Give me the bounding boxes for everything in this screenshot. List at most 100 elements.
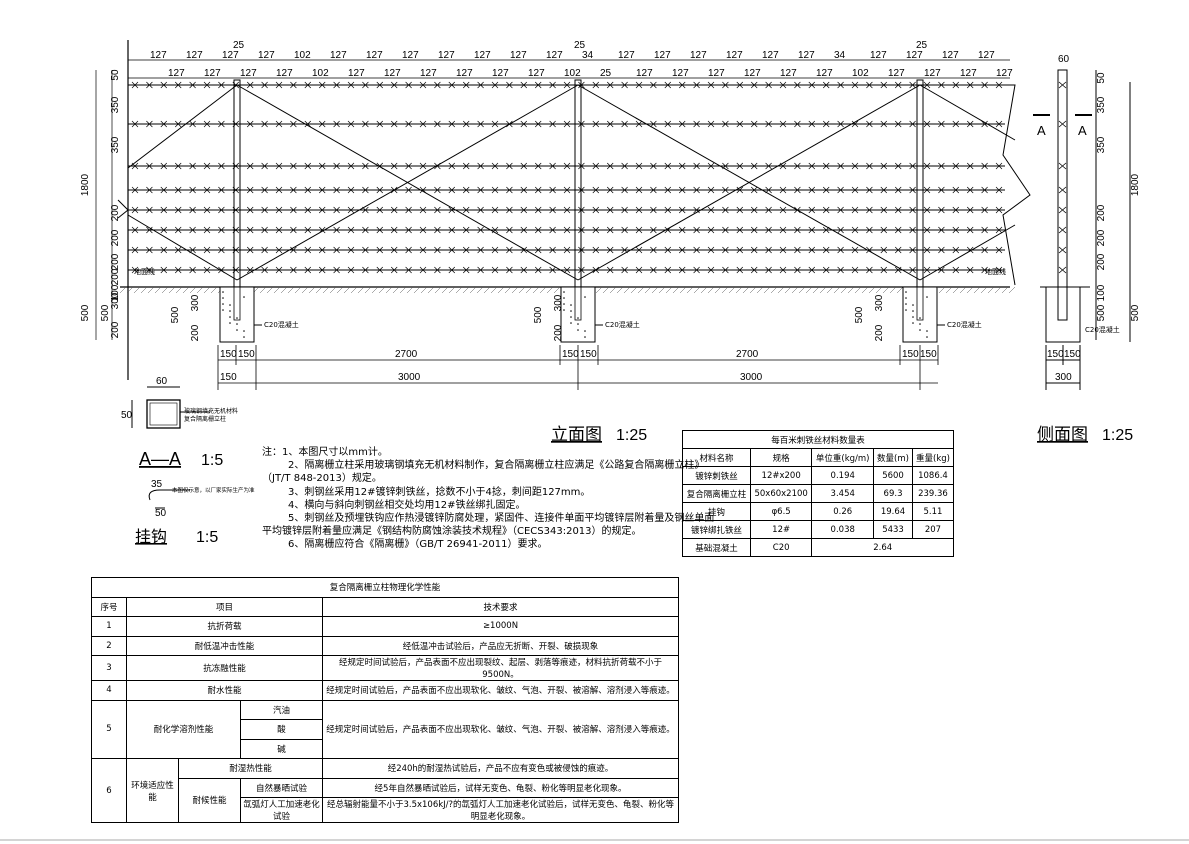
barb-mark bbox=[736, 162, 744, 170]
hatch-line bbox=[742, 286, 750, 294]
barb-mark bbox=[304, 246, 312, 254]
section-label-2: 复合隔离栅立柱 bbox=[184, 415, 226, 423]
concrete-dot bbox=[912, 304, 914, 306]
barb-mark bbox=[318, 266, 326, 274]
barb-mark bbox=[160, 186, 168, 194]
hatch-line bbox=[770, 286, 778, 294]
top-dimension: 127 bbox=[924, 68, 941, 79]
barb-mark bbox=[189, 162, 196, 170]
prop-req: 经规定时间试验后，产品表面不应出现软化、皱纹、气泡、开裂、被溶解、溶剂浸入等痕迹… bbox=[322, 680, 679, 701]
bdim-1: 150 bbox=[220, 349, 237, 360]
barb-mark bbox=[146, 162, 153, 170]
side-bdim-1: 150 bbox=[1047, 349, 1064, 360]
elevation-bottom-dimensions: 150 150 2700 150 150 2700 150 150 150 30… bbox=[220, 349, 937, 383]
barb-mark bbox=[664, 120, 672, 128]
barb-mark bbox=[376, 81, 384, 89]
left-dimension: 200 bbox=[110, 204, 121, 221]
barb-mark bbox=[923, 226, 931, 234]
barb-mark bbox=[333, 120, 340, 128]
barb-mark bbox=[894, 266, 902, 274]
side-wire-mark bbox=[1058, 186, 1067, 194]
barb-mark bbox=[606, 120, 614, 128]
barb-mark bbox=[592, 120, 600, 128]
hatch-line bbox=[847, 286, 855, 294]
concrete-dot bbox=[570, 322, 572, 324]
qty-header: 材料名称 bbox=[682, 448, 751, 467]
barb-mark bbox=[966, 266, 974, 274]
barb-mark bbox=[880, 266, 888, 274]
elevation-bottom-dimension-lines bbox=[217, 345, 939, 390]
qty-cell: 镀锌刺铁丝 bbox=[682, 466, 751, 485]
barb-mark bbox=[390, 226, 398, 234]
barb-mark bbox=[549, 162, 556, 170]
barb-mark bbox=[174, 246, 182, 254]
concrete-dot bbox=[236, 323, 238, 325]
barb-mark bbox=[275, 162, 283, 170]
hatch-line bbox=[350, 286, 358, 294]
hatch-line bbox=[189, 286, 197, 294]
barb-mark bbox=[995, 162, 1003, 170]
barb-mark bbox=[981, 162, 988, 170]
barb-mark bbox=[794, 226, 801, 234]
barb-mark bbox=[506, 186, 513, 194]
barb-mark bbox=[952, 226, 960, 234]
barb-mark bbox=[405, 162, 412, 170]
side-view-scale: 1:25 bbox=[1102, 427, 1133, 444]
hatch-line bbox=[175, 286, 183, 294]
barb-mark bbox=[880, 226, 888, 234]
hatch-line bbox=[385, 286, 393, 294]
hatch-line bbox=[553, 286, 561, 294]
left-dimension: 350 bbox=[110, 136, 121, 153]
barb-mark bbox=[707, 226, 715, 234]
side-bdim-2: 150 bbox=[1064, 349, 1081, 360]
barb-mark bbox=[592, 206, 600, 214]
concrete-dot bbox=[570, 310, 572, 312]
hatch-line bbox=[427, 286, 435, 294]
top-dimension: 127 bbox=[258, 50, 275, 61]
prop-req: 经规定时间试验后，产品表面不应出现裂纹、起层、剥落等痕迹，材料抗折荷载不小于95… bbox=[322, 655, 679, 681]
hatch-line bbox=[322, 286, 330, 294]
hatch-line bbox=[196, 286, 204, 294]
top-dimension: 102 bbox=[564, 68, 581, 79]
barb-mark bbox=[794, 186, 801, 194]
barb-mark bbox=[333, 162, 340, 170]
barb-mark bbox=[909, 81, 916, 89]
barb-mark bbox=[174, 226, 182, 234]
barb-mark bbox=[909, 186, 916, 194]
concrete-dot bbox=[577, 323, 579, 325]
barb-mark bbox=[160, 206, 168, 214]
qty-header: 单位重(kg/m) bbox=[811, 448, 875, 467]
barb-mark bbox=[894, 206, 902, 214]
hatch-line bbox=[805, 286, 813, 294]
elevation-diagonal-wires bbox=[127, 84, 1016, 281]
barb-mark bbox=[203, 120, 211, 128]
section-width-dim: 60 bbox=[156, 376, 168, 387]
note-line: 注：1、本图尺寸以mm计。 bbox=[262, 447, 388, 458]
prop-sub: 碱 bbox=[240, 738, 323, 759]
barb-mark bbox=[851, 246, 859, 254]
barb-mark bbox=[981, 266, 988, 274]
barb-mark bbox=[765, 246, 772, 254]
qty-header: 数量(m) bbox=[873, 448, 913, 467]
barb-mark bbox=[462, 206, 470, 214]
mid-dimension: 200 bbox=[874, 324, 885, 341]
section-aa-scale: 1:5 bbox=[201, 452, 223, 469]
barb-mark bbox=[635, 226, 643, 234]
concrete-dot bbox=[570, 316, 572, 318]
barb-mark bbox=[405, 226, 412, 234]
properties-table: 复合隔离栅立柱物理化学性能 序号 项目 技术要求 1 抗折荷载 ≥1000N 2… bbox=[91, 577, 679, 823]
barb-mark bbox=[851, 162, 859, 170]
barb-mark bbox=[261, 120, 268, 128]
barb-mark bbox=[419, 81, 427, 89]
barb-mark bbox=[995, 186, 1003, 194]
barb-mark bbox=[592, 81, 600, 89]
concrete-dot bbox=[584, 296, 586, 298]
barb-mark bbox=[794, 162, 801, 170]
barb-mark bbox=[376, 206, 384, 214]
barb-mark bbox=[434, 206, 441, 214]
ground-label-left: 地面线 bbox=[134, 267, 155, 276]
prop-req: 经总辐射能量不小于3.5x106kJ/?的氙弧灯人工加速老化试验后，试样无变色、… bbox=[322, 797, 679, 823]
side-bdim-3: 300 bbox=[1055, 372, 1072, 383]
barb-mark bbox=[664, 162, 672, 170]
barb-mark bbox=[218, 206, 225, 214]
